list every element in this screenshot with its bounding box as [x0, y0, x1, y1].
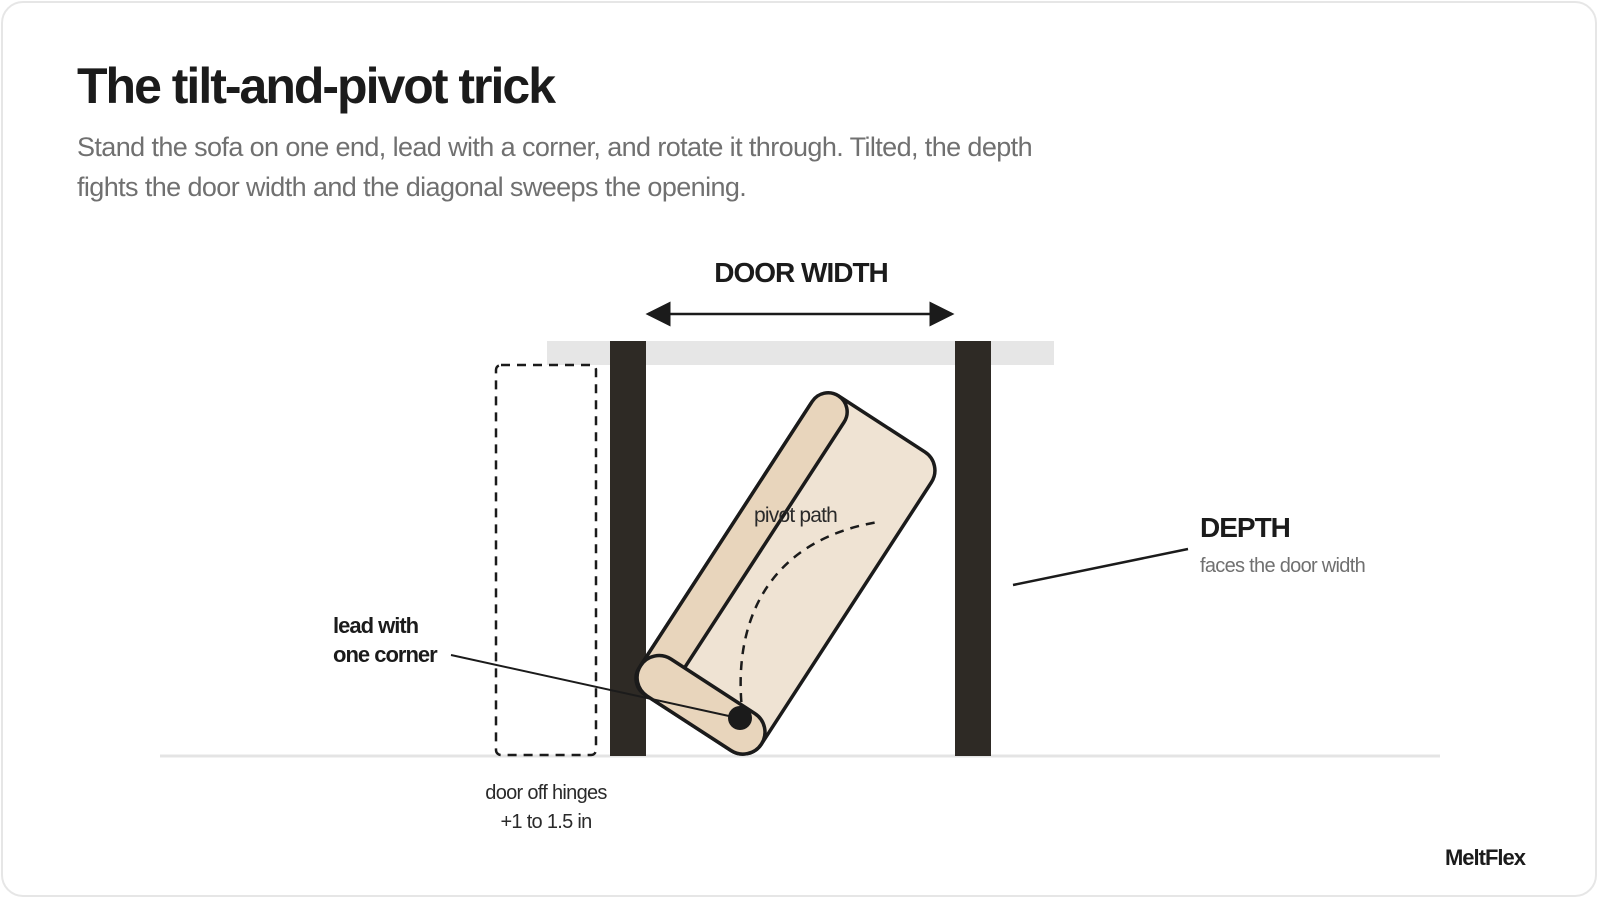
- corner-label-line2: one corner: [333, 642, 438, 667]
- hinge-label-line1: door off hinges: [485, 782, 607, 804]
- door-off-hinges-outline: [494, 363, 598, 757]
- tilted-sofa: [634, 391, 937, 756]
- lead-corner-dot: [728, 706, 752, 730]
- page-title: The tilt-and-pivot trick: [77, 58, 556, 114]
- door-frame-right: [955, 341, 991, 756]
- sofa-arm: [635, 653, 767, 756]
- corner-leader-line: [450, 654, 739, 719]
- brand-logo: MeltFlex: [1444, 845, 1526, 870]
- page-subtitle: Stand the sofa on one end, lead with a c…: [77, 132, 1033, 202]
- depth-leader-line: [1012, 547, 1189, 587]
- pivot-path-curve: [739, 520, 879, 719]
- depth-sublabel: faces the door width: [1200, 555, 1365, 577]
- pivot-path-label: pivot path: [754, 504, 837, 527]
- corner-label-line1: lead with: [333, 613, 419, 638]
- hinge-label-line2: +1 to 1.5 in: [500, 811, 591, 833]
- door-width-label: DOOR WIDTH: [714, 257, 888, 288]
- depth-label: DEPTH: [1200, 512, 1290, 543]
